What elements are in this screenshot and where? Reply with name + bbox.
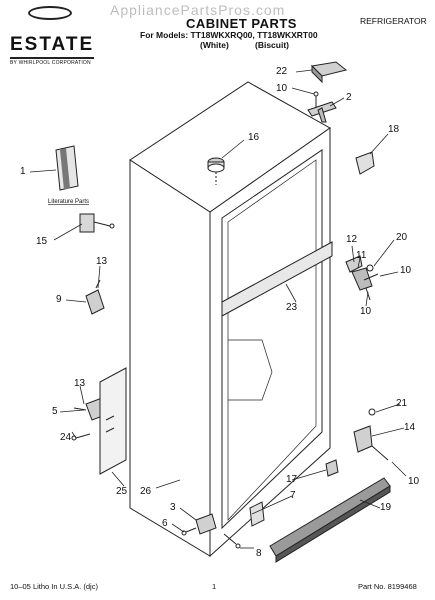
part-25-side-panel: [99, 367, 127, 475]
part-15-hinge-pin: [79, 213, 115, 233]
watermark: AppliancePartsPros.com: [110, 2, 286, 18]
callout-10-bottom: 10: [408, 476, 420, 487]
callout-5: 5: [52, 406, 58, 417]
part-3-leveling-leg: [181, 513, 241, 549]
callout-12: 12: [346, 234, 358, 245]
part-9-bracket: [85, 279, 105, 315]
part-11-12-center-hinge: [345, 255, 379, 301]
part-19-toe-grille: [269, 477, 391, 563]
whirlpool-swirl-icon: [28, 6, 72, 20]
callout-6: 6: [162, 518, 168, 529]
appliance-type: REFRIGERATOR: [360, 16, 427, 26]
callout-10-right: 10: [400, 265, 412, 276]
footer-page-number: 1: [212, 582, 217, 591]
models-line: For Models: TT18WKXRQ00, TT18WKXRT00: [140, 30, 318, 40]
callout-24: 24: [60, 432, 72, 443]
callout-3: 3: [170, 502, 176, 513]
callout-9: 9: [56, 294, 62, 305]
brand-subtitle: BY WHIRLPOOL CORPORATION: [10, 60, 91, 66]
part-7-bracket: [249, 501, 265, 527]
page-title: CABINET PARTS: [186, 16, 297, 31]
callout-2: 2: [346, 92, 352, 103]
color-biscuit: (Biscuit): [255, 40, 289, 50]
callout-20: 20: [396, 232, 408, 243]
footer-litho: 10–05 Litho In U.S.A. (djc): [10, 582, 98, 591]
callout-21: 21: [396, 398, 408, 409]
callout-16: 16: [248, 132, 260, 143]
callout-15: 15: [36, 236, 48, 247]
literature-parts-label: Literature Parts: [48, 199, 89, 205]
callout-19: 19: [380, 502, 392, 513]
callout-13-upper: 13: [96, 256, 108, 267]
callout-1: 1: [20, 166, 26, 177]
callout-22: 22: [276, 66, 288, 77]
callout-7: 7: [290, 490, 296, 501]
callout-11: 11: [356, 250, 367, 261]
part-14-bracket: [353, 408, 389, 461]
part-16-cap: [207, 157, 225, 185]
callout-8: 8: [256, 548, 262, 559]
footer-part-number: Part No. 8199468: [358, 582, 417, 591]
divider-rail: [221, 241, 333, 317]
color-white: (White): [200, 40, 229, 50]
part-18-bracket: [355, 151, 375, 175]
part-1-literature: [55, 145, 79, 191]
part-17-clip: [325, 459, 339, 477]
callout-23: 23: [286, 302, 298, 313]
callout-25: 25: [116, 486, 128, 497]
cabinet-body: [129, 81, 331, 558]
callout-13-lower: 13: [74, 378, 86, 389]
callout-10-mid: 10: [360, 306, 372, 317]
callout-10-top: 10: [276, 83, 288, 94]
callout-17: 17: [286, 474, 298, 485]
callout-18: 18: [388, 124, 400, 135]
callout-26: 26: [140, 486, 152, 497]
brand-name: ESTATE: [10, 34, 95, 55]
callout-14: 14: [404, 422, 416, 433]
logo-divider: [10, 57, 94, 59]
